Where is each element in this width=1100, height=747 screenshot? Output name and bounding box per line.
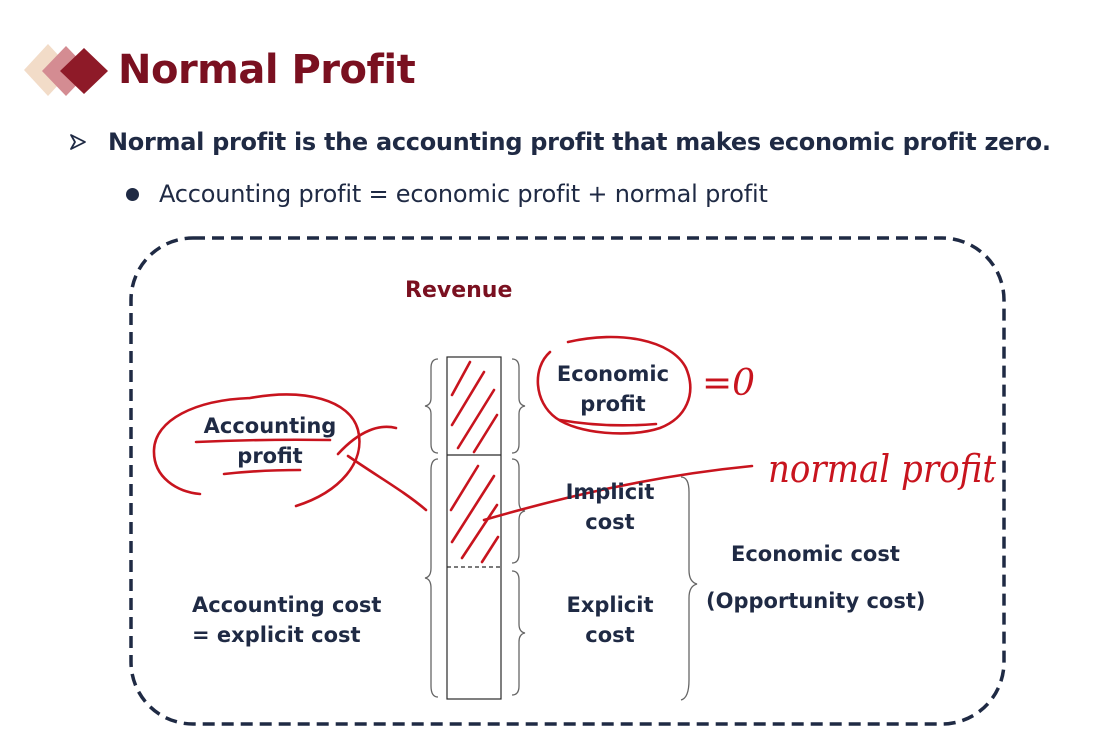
sub-bullet-text: Accounting profit = economic profit + no… xyxy=(159,180,768,208)
economic-profit-hatch xyxy=(450,360,499,454)
accounting-cost-label: Accounting cost = explicit cost xyxy=(192,593,382,647)
dot-bullet-icon xyxy=(126,187,139,201)
equals-zero-annotation: =0 xyxy=(702,363,755,404)
accounting-profit-circle xyxy=(152,393,361,508)
arrow-bullet-icon xyxy=(70,134,86,150)
revenue-label: Revenue xyxy=(405,278,513,303)
right-brace-explicit xyxy=(511,570,526,696)
accounting-profit-underline xyxy=(194,438,332,444)
revenue-column xyxy=(446,356,502,700)
title-diamond-icon xyxy=(24,44,108,96)
page-title: Normal Profit xyxy=(118,47,416,93)
right-brace-economic-cost xyxy=(680,476,698,701)
economic-cost-label: Economic cost xyxy=(731,542,900,566)
normal-profit-pointer xyxy=(482,464,754,522)
explicit-cost-label: Explicit cost xyxy=(566,593,654,647)
accounting-profit-label: Accounting profit xyxy=(203,414,337,468)
dashed-frame xyxy=(129,236,1006,726)
opportunity-cost-label: (Opportunity cost) xyxy=(706,589,926,613)
left-brace-top xyxy=(424,358,439,454)
right-brace-implicit xyxy=(511,458,526,564)
implicit-cost-label: Implicit cost xyxy=(565,480,655,534)
economic-profit-circle xyxy=(536,335,692,435)
economic-profit-underline xyxy=(558,418,658,427)
normal-profit-hatch xyxy=(449,464,500,564)
accounting-profit-underline-2 xyxy=(222,468,302,476)
sub-bullet: Accounting profit = economic profit + no… xyxy=(126,180,768,208)
main-bullet: Normal profit is the accounting profit t… xyxy=(68,128,1051,156)
accounting-profit-pointer xyxy=(336,425,428,512)
right-brace-economic-profit xyxy=(511,358,526,454)
normal-profit-annotation: normal profit xyxy=(768,447,997,491)
left-brace-bottom xyxy=(424,458,439,698)
economic-profit-label: Economic profit xyxy=(556,362,670,416)
main-bullet-text: Normal profit is the accounting profit t… xyxy=(108,128,1051,156)
